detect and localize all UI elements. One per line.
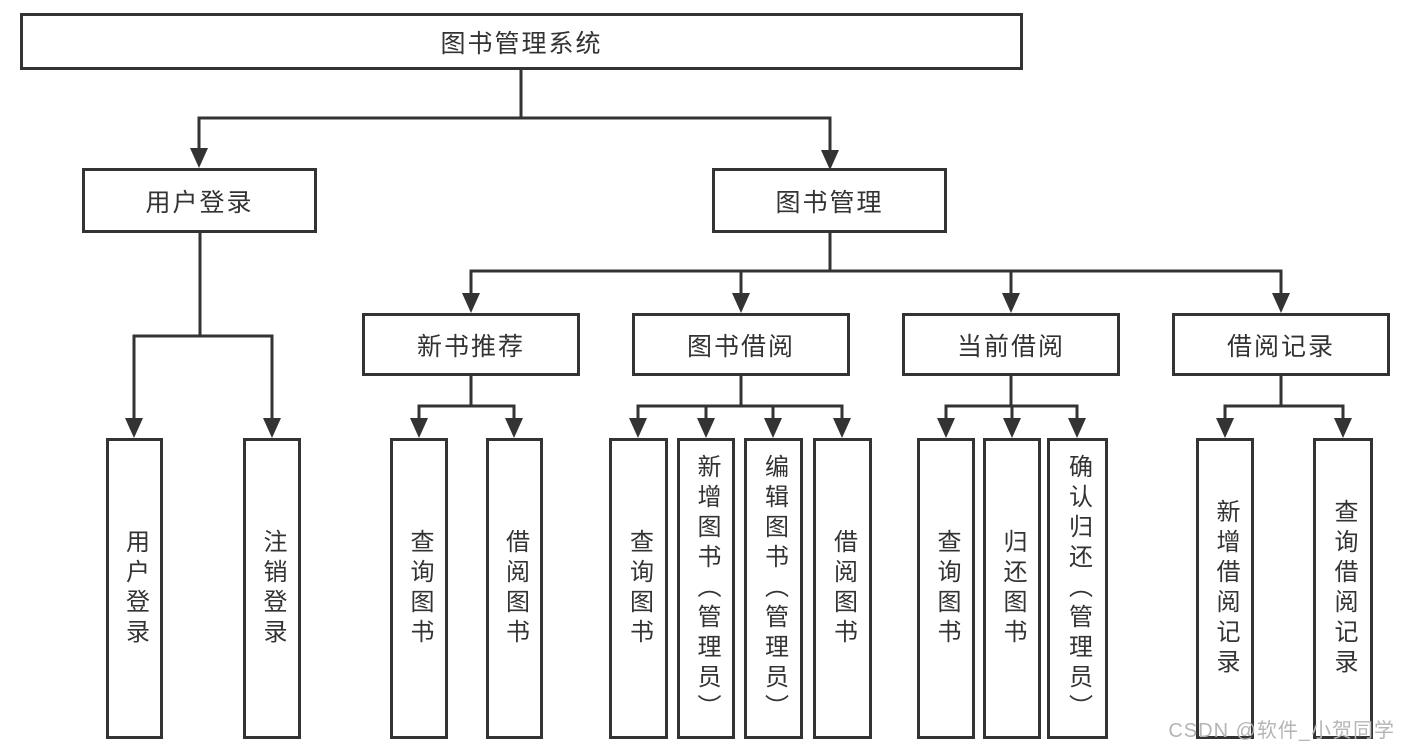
node-book-management: 图书管理 — [712, 168, 947, 233]
connector-bookborrow-to-leaves — [636, 376, 844, 420]
connector-bookmgmt-to-level3 — [469, 233, 1283, 295]
connector-currentborrow-to-leaves — [944, 376, 1079, 420]
node-book-borrow: 图书借阅 — [632, 313, 850, 376]
connector-records-to-leaves — [1223, 376, 1345, 420]
leaf-borrow-books-recommend: 借阅图书 — [486, 438, 543, 739]
node-user-login: 用户登录 — [82, 168, 317, 233]
leaf-edit-book-admin: 编辑图书（管理员） — [744, 438, 803, 739]
node-library-system: 图书管理系统 — [20, 13, 1023, 70]
leaf-add-book-admin: 新增图书（管理员） — [677, 438, 735, 739]
leaf-add-borrow-record: 新增借阅记录 — [1196, 438, 1254, 739]
leaf-logout-login: 注销登录 — [243, 438, 301, 739]
watermark: CSDN @软件_小贺同学 — [1168, 720, 1395, 742]
arrowhead-icons — [125, 148, 1352, 438]
leaf-query-books-borrow: 查询图书 — [609, 438, 668, 739]
connector-userlogin-to-leaves — [132, 233, 274, 420]
leaf-return-books: 归还图书 — [983, 438, 1041, 739]
node-new-book-recommend: 新书推荐 — [362, 313, 580, 376]
leaf-borrow-books: 借阅图书 — [813, 438, 872, 739]
leaf-user-login: 用户登录 — [106, 438, 163, 739]
leaf-query-books-recommend: 查询图书 — [390, 438, 448, 739]
leaf-query-books-current: 查询图书 — [917, 438, 975, 739]
connector-root-to-level2 — [197, 69, 832, 152]
node-current-borrow: 当前借阅 — [902, 313, 1120, 376]
leaf-confirm-return-admin: 确认归还（管理员） — [1047, 438, 1108, 739]
node-borrow-records: 借阅记录 — [1172, 313, 1390, 376]
leaf-query-borrow-record: 查询借阅记录 — [1313, 438, 1373, 739]
connector-newbooks-to-leaves — [417, 376, 516, 420]
